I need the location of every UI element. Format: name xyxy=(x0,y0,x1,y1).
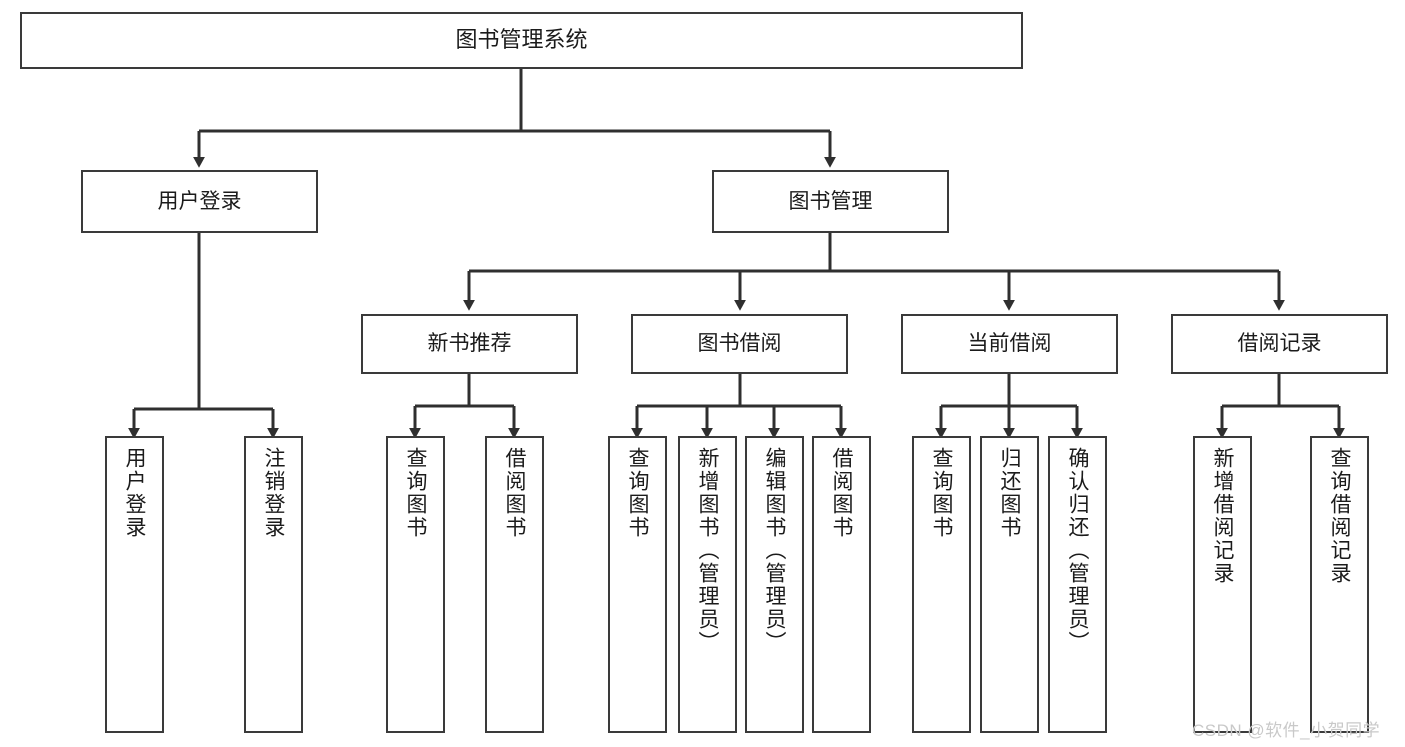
leaf-query-book-current[interactable]: 查询图书 xyxy=(912,436,971,733)
node-label: 图书借阅 xyxy=(697,332,782,356)
node-label: 查询图书 xyxy=(930,447,953,539)
leaf-user-login[interactable]: 用户登录 xyxy=(105,436,164,733)
leaf-return-book[interactable]: 归还图书 xyxy=(980,436,1039,733)
leaf-borrow-book-recommend[interactable]: 借阅图书 xyxy=(485,436,544,733)
node-label: 查询图书 xyxy=(626,447,649,539)
node-book-management[interactable]: 图书管理 xyxy=(712,170,949,233)
leaf-logout[interactable]: 注销登录 xyxy=(244,436,303,733)
watermark-csdn: CSDN @软件_小贺同学 xyxy=(1192,721,1381,740)
node-label: 借阅图书 xyxy=(503,447,526,539)
node-label: 借阅记录 xyxy=(1237,332,1322,356)
leaf-confirm-return-admin[interactable]: 确认归还（管理员） xyxy=(1048,436,1107,733)
node-new-book-recommend[interactable]: 新书推荐 xyxy=(361,314,578,374)
node-label: 借阅图书 xyxy=(830,447,853,539)
node-label: 用户登录 xyxy=(157,189,242,213)
node-user-login[interactable]: 用户登录 xyxy=(81,170,318,233)
leaf-edit-book-admin[interactable]: 编辑图书（管理员） xyxy=(745,436,804,733)
node-label: 确认归还（管理员） xyxy=(1066,447,1089,654)
node-borrow-record[interactable]: 借阅记录 xyxy=(1171,314,1388,374)
leaf-add-book-admin[interactable]: 新增图书（管理员） xyxy=(678,436,737,733)
leaf-borrow-book[interactable]: 借阅图书 xyxy=(812,436,871,733)
leaf-query-book-recommend[interactable]: 查询图书 xyxy=(386,436,445,733)
node-label: 新增图书（管理员） xyxy=(696,447,719,654)
node-label: 图书管理系统 xyxy=(455,27,588,53)
node-book-borrow[interactable]: 图书借阅 xyxy=(631,314,848,374)
node-root-book-management-system[interactable]: 图书管理系统 xyxy=(20,12,1023,69)
node-label: 注销登录 xyxy=(262,447,285,539)
node-label: 用户登录 xyxy=(123,447,146,539)
node-label: 当前借阅 xyxy=(967,332,1052,356)
leaf-add-borrow-record[interactable]: 新增借阅记录 xyxy=(1193,436,1252,733)
node-label: 新书推荐 xyxy=(427,332,512,356)
node-label: 图书管理 xyxy=(788,189,873,213)
node-label: 编辑图书（管理员） xyxy=(763,447,786,654)
node-label: 查询图书 xyxy=(404,447,427,539)
leaf-query-book-borrow[interactable]: 查询图书 xyxy=(608,436,667,733)
node-label: 查询借阅记录 xyxy=(1328,447,1351,585)
node-label: 归还图书 xyxy=(998,447,1021,539)
leaf-query-borrow-record[interactable]: 查询借阅记录 xyxy=(1310,436,1369,733)
node-current-borrow[interactable]: 当前借阅 xyxy=(901,314,1118,374)
node-label: 新增借阅记录 xyxy=(1211,447,1234,585)
